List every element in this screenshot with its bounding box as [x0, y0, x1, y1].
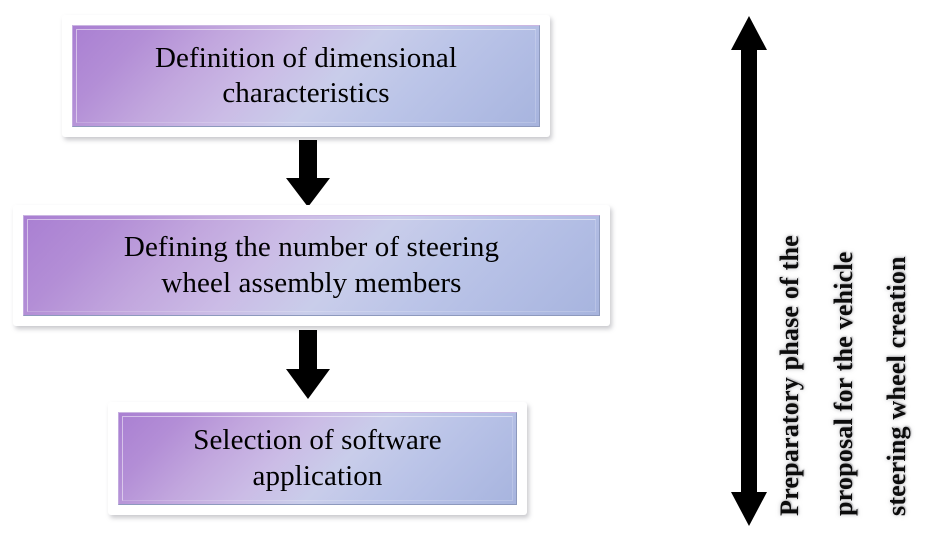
process-box-label-line-2: application — [252, 459, 383, 492]
arrow-down-icon — [286, 330, 330, 399]
process-box-fill: Definition of dimensional characteristic… — [72, 25, 540, 127]
process-box-label-line-1: Selection of software — [193, 424, 442, 457]
phase-double-arrow — [726, 14, 772, 528]
process-box-label: Defining the number of steering wheel as… — [116, 230, 507, 301]
connector-arrow-down-2 — [285, 330, 331, 400]
double-headed-vertical-arrow-icon — [731, 16, 767, 526]
process-box-fill: Defining the number of steering wheel as… — [23, 215, 600, 316]
process-box-label: Definition of dimensional characteristic… — [147, 41, 465, 112]
phase-caption-line-2: proposal for the vehicle — [829, 251, 858, 516]
process-box-label-line-2: wheel assembly members — [161, 266, 462, 299]
process-box-step-2[interactable]: Defining the number of steering wheel as… — [13, 205, 610, 326]
phase-caption: Preparatory phase of the proposal for th… — [775, 14, 931, 528]
connector-arrow-down-1 — [285, 140, 331, 208]
process-box-label-line-1: Definition of dimensional — [154, 41, 458, 74]
arrow-down-icon — [286, 140, 330, 207]
process-box-step-1[interactable]: Definition of dimensional characteristic… — [62, 15, 550, 137]
process-box-label-line-1: Defining the number of steering — [123, 231, 500, 264]
process-box-fill: Selection of software application — [118, 412, 517, 505]
phase-caption-line-1: Preparatory phase of the — [775, 235, 804, 516]
phase-caption-line-3: steering wheel creation — [882, 256, 911, 516]
process-box-label: Selection of software application — [185, 423, 450, 494]
process-box-label-line-2: characteristics — [222, 77, 390, 109]
process-box-step-3[interactable]: Selection of software application — [108, 402, 527, 515]
